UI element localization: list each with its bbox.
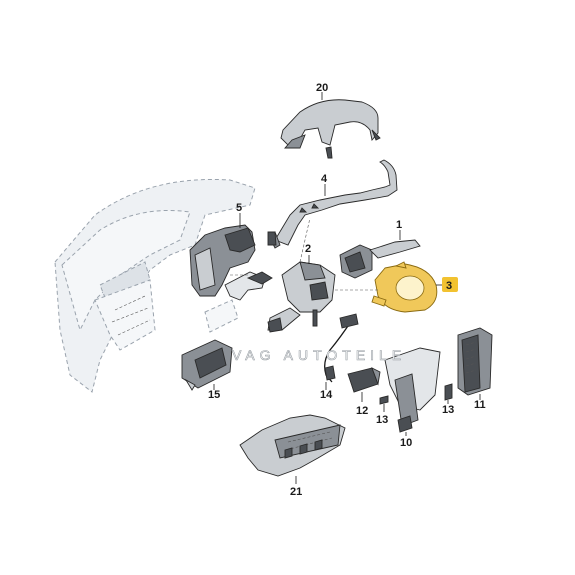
callout-14: 14 — [320, 382, 333, 401]
callout-label-15: 15 — [208, 389, 220, 401]
part-5-lower-shroud — [189, 224, 277, 297]
callout-label-14: 14 — [320, 389, 333, 401]
callout-4: 4 — [321, 173, 328, 196]
part-15-switch-module — [181, 339, 233, 391]
callout-label-4: 4 — [321, 173, 328, 185]
callout-label-3: 3 — [446, 280, 452, 292]
callout-11: 11 — [474, 394, 486, 411]
callout-label-20: 20 — [316, 82, 328, 94]
callout-label-2: 2 — [305, 243, 311, 255]
callout-1: 1 — [396, 219, 402, 240]
callout-label-11: 11 — [474, 399, 486, 411]
callout-3: 3 — [436, 277, 458, 292]
column-bracket — [224, 271, 273, 301]
callout-label-5: 5 — [236, 202, 242, 214]
callout-label-10: 10 — [400, 437, 412, 449]
part-12-module — [347, 367, 381, 393]
part-10-bracket — [384, 347, 441, 433]
part-20-upper-trim — [280, 99, 381, 159]
callout-21: 21 — [290, 476, 302, 498]
callout-15: 15 — [208, 384, 220, 401]
part-13-screw-a — [379, 395, 389, 405]
part-1-stalk — [339, 239, 421, 279]
callout-13b: 13 — [442, 400, 454, 416]
callout-5: 5 — [236, 202, 242, 228]
part-14-harness — [324, 313, 359, 383]
dashboard-outline — [54, 178, 256, 393]
part-11-control-unit — [457, 327, 493, 396]
part-21-lower-trim — [239, 414, 346, 477]
part-13-screw-b — [444, 383, 453, 401]
part-2-switch-housing — [267, 261, 336, 333]
callout-13a: 13 — [376, 404, 388, 426]
assembly-lines — [230, 217, 378, 291]
callout-label-1: 1 — [396, 219, 402, 231]
watermark: VAG AUTOTEILE — [232, 347, 406, 363]
callout-3-badge — [442, 277, 458, 292]
callout-10: 10 — [400, 432, 412, 449]
part-3-clock-spring — [371, 261, 438, 313]
callout-20: 20 — [316, 82, 328, 100]
part-4-bracket — [269, 159, 398, 249]
callout-label-12: 12 — [356, 405, 368, 417]
callout-2: 2 — [305, 243, 311, 264]
callout-label-13a: 13 — [376, 414, 388, 426]
callout-label-13b: 13 — [442, 404, 454, 416]
callout-12: 12 — [356, 392, 368, 417]
callout-label-21: 21 — [290, 486, 302, 498]
